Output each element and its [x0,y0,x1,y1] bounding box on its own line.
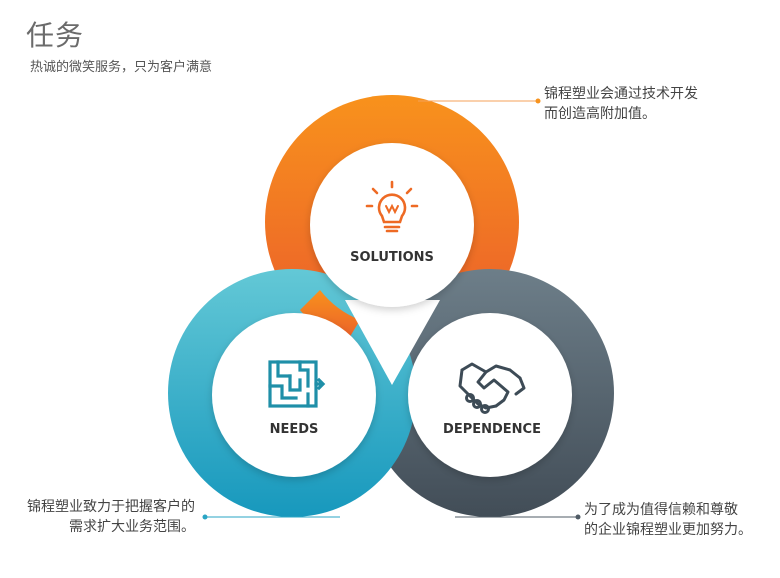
bottom-left-note-line2: 需求扩大业务范围。 [69,519,195,535]
handshake-icon [458,362,526,414]
maze-icon [268,360,326,408]
bottom-right-dot [575,514,581,520]
needs-inner [212,313,376,477]
solutions-inner [310,143,474,307]
dependence-label: DEPENDENCE [443,422,541,437]
bottom-left-dot [202,514,208,520]
lightbulb-icon [365,180,419,233]
needs-label: NEEDS [269,422,319,437]
center-triangle [345,300,440,385]
bottom-right-note-line1: 为了成为值得信赖和尊敬 [584,502,738,518]
top-right-dot [535,98,541,104]
dependence-inner [408,313,572,477]
bottom-left-note-line1: 锦程塑业致力于把握客户的 [27,499,195,515]
top-right-note: 锦程塑业会通过技术开发 而创造高附加值。 [544,84,698,124]
page-title: 任务 [26,19,85,52]
bottom-left-note: 锦程塑业致力于把握客户的 需求扩大业务范围。 [7,497,195,537]
page-subtitle: 热诚的微笑服务，只为客户满意 [30,60,213,75]
top-right-note-line2: 而创造高附加值。 [544,106,656,122]
bottom-right-note-line2: 的企业锦程塑业更加努力。 [584,522,752,538]
solutions-label: SOLUTIONS [350,250,434,265]
top-right-note-line1: 锦程塑业会通过技术开发 [544,86,698,102]
bottom-right-note: 为了成为值得信赖和尊敬 的企业锦程塑业更加努力。 [584,500,752,540]
